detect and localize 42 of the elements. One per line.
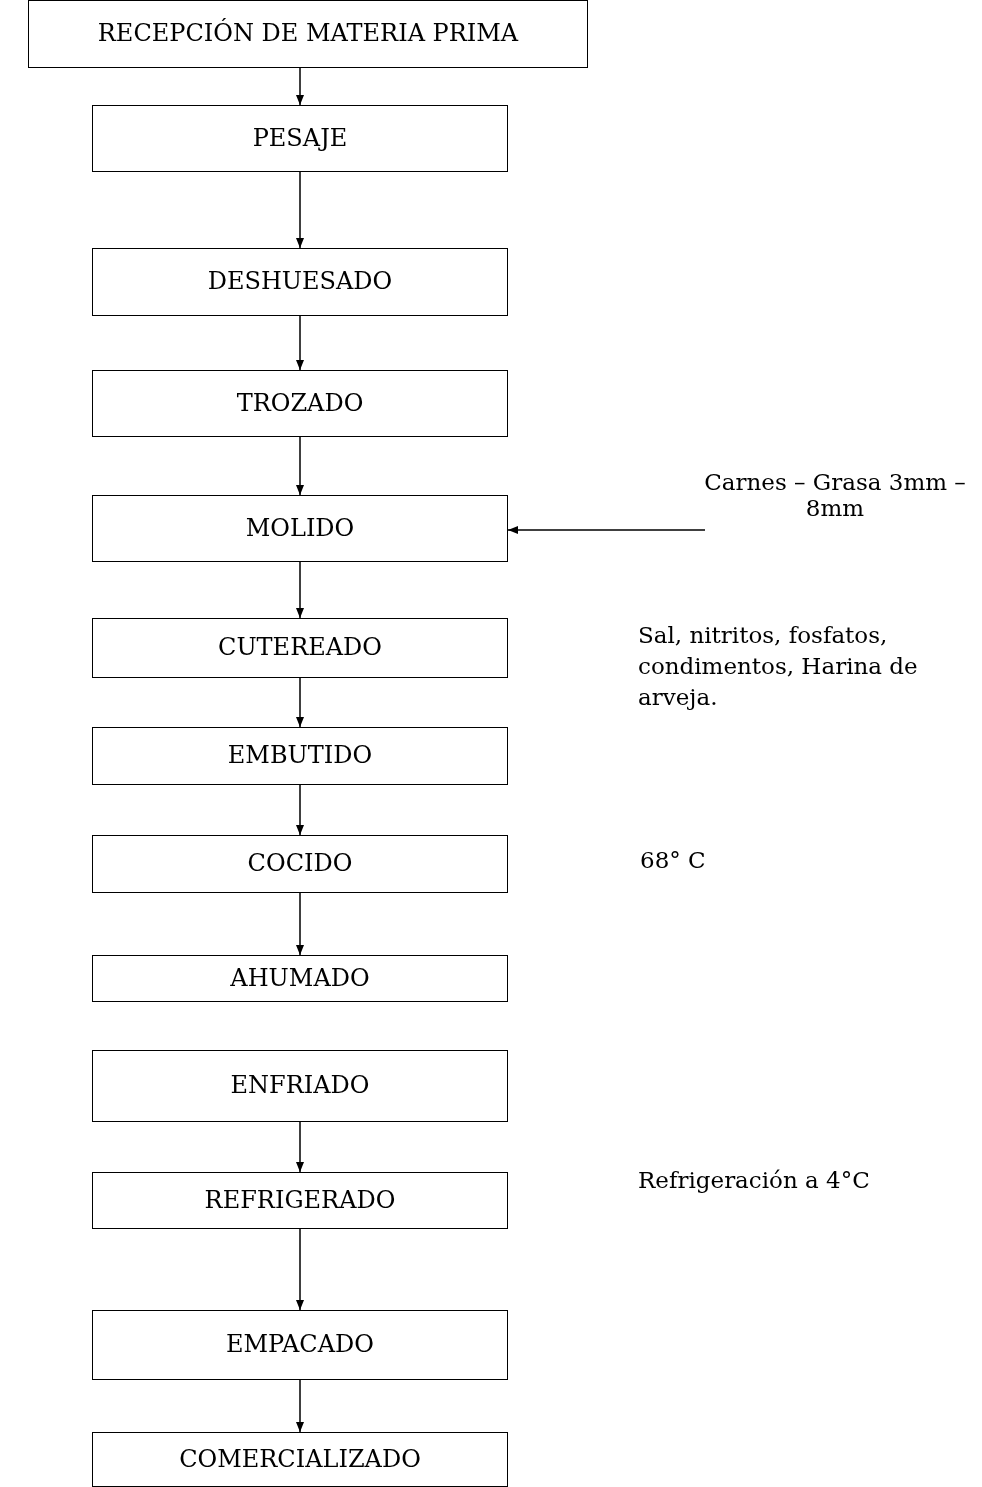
step-label: DESHUESADO bbox=[207, 268, 393, 296]
arrow bbox=[296, 892, 304, 956]
annotation-text: Refrigeración a 4°C bbox=[638, 1166, 871, 1195]
step-label: COMERCIALIZADO bbox=[179, 1445, 421, 1474]
process-box bbox=[28, 0, 588, 68]
arrow bbox=[296, 1228, 304, 1311]
step-label: COCIDO bbox=[247, 850, 353, 878]
step-label: REFRIGERADO bbox=[204, 1186, 396, 1215]
process-box bbox=[92, 248, 508, 316]
step-label: PESAJE bbox=[252, 124, 348, 153]
arrow bbox=[296, 436, 304, 496]
annotation-text: 68° C bbox=[640, 846, 707, 875]
arrow bbox=[296, 677, 304, 728]
arrow bbox=[296, 1121, 304, 1173]
process-box bbox=[92, 727, 508, 785]
input-note: Carnes – Grasa 3mm – 8mm bbox=[703, 468, 967, 522]
process-box bbox=[92, 370, 508, 437]
process-box bbox=[92, 495, 508, 562]
step-label: TROZADO bbox=[236, 389, 364, 418]
step-label: EMPACADO bbox=[226, 1331, 374, 1359]
annotation-text: Sal, nitritos, fosfatos, condimentos, Harina de arveja. bbox=[638, 621, 919, 713]
step-label: CUTEREADO bbox=[218, 634, 382, 662]
arrow bbox=[296, 67, 304, 106]
step-label: EMBUTIDO bbox=[227, 742, 373, 770]
process-box bbox=[92, 105, 508, 172]
arrow bbox=[507, 526, 706, 534]
process-box bbox=[92, 1172, 508, 1229]
arrow bbox=[296, 784, 304, 836]
step-label: MOLIDO bbox=[245, 514, 355, 543]
process-box bbox=[92, 1310, 508, 1380]
process-box bbox=[92, 835, 508, 893]
process-box bbox=[92, 1432, 508, 1487]
process-box bbox=[92, 1050, 508, 1122]
step-label: RECEPCIÓN DE MATERIA PRIMA bbox=[97, 20, 519, 48]
arrow bbox=[296, 1379, 304, 1433]
arrow bbox=[296, 171, 304, 249]
arrow bbox=[296, 315, 304, 371]
arrow bbox=[296, 561, 304, 619]
step-label: ENFRIADO bbox=[230, 1072, 370, 1100]
step-label: AHUMADO bbox=[230, 964, 370, 993]
process-box bbox=[92, 618, 508, 678]
process-box bbox=[92, 955, 508, 1002]
